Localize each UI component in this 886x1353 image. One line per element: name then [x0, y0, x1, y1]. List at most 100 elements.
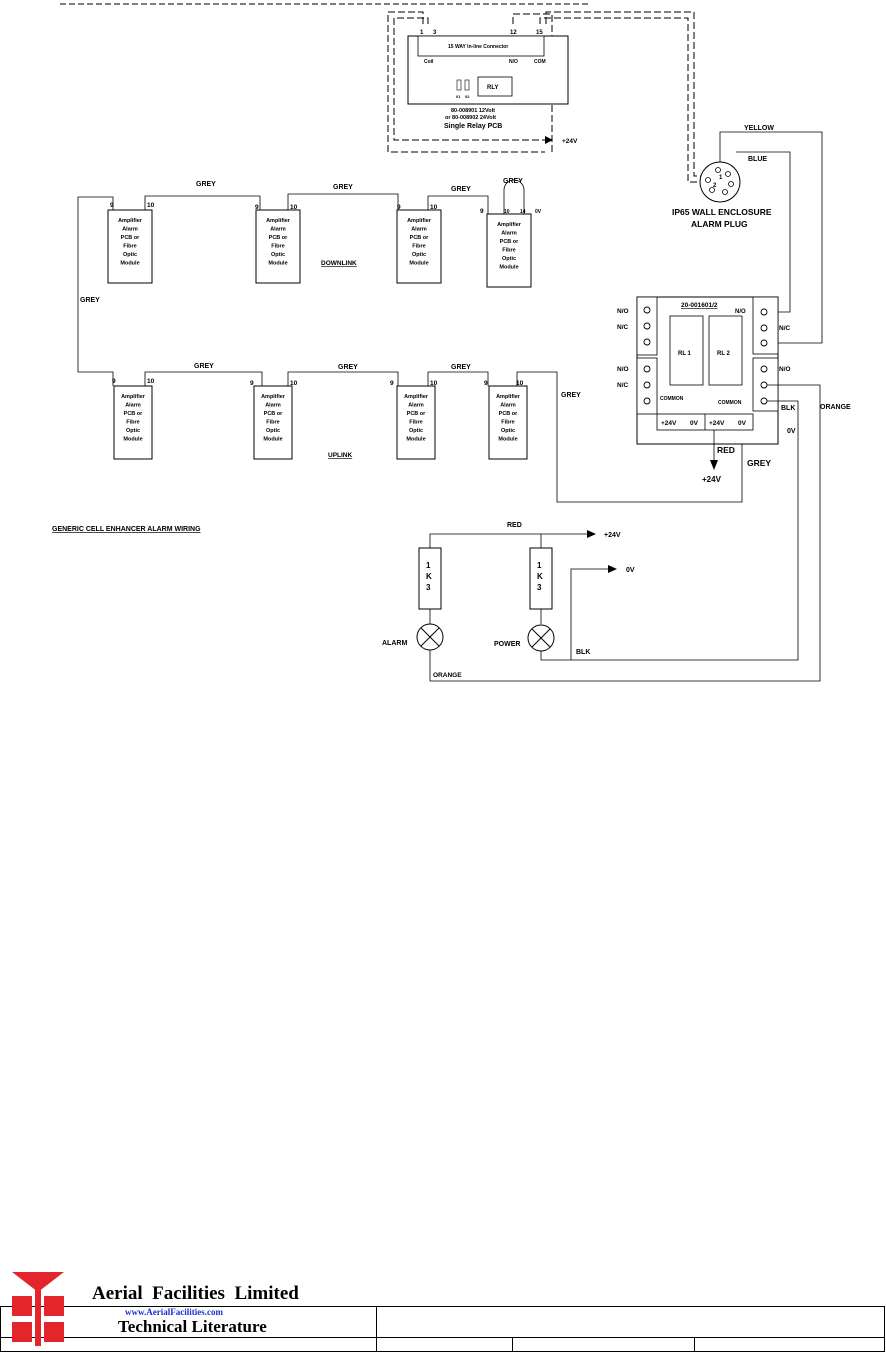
wire-label-0v-relay: 0V	[787, 428, 796, 435]
arrow-0v-lamp	[608, 565, 617, 573]
module-text-line: Fibre	[501, 420, 514, 426]
module-downlink-3	[396, 209, 442, 284]
alarm-wiring-diagram: 1 3 12 15 15 WAY In-line Connector Coil …	[52, 3, 851, 682]
rly-label: RLY	[487, 85, 498, 91]
module-text-line: PCB or	[499, 411, 519, 417]
plug-pin-1: 1	[719, 175, 723, 181]
pin-dl1-10: 10	[147, 202, 155, 209]
company-name: Aerial Facilities Limited	[92, 1283, 299, 1304]
connector-pin-15: 15	[536, 30, 543, 36]
com-label: COM	[534, 59, 546, 65]
module-text-line: Module	[263, 437, 282, 443]
module-uplink-2	[253, 385, 293, 460]
grey-label-dl-2: GREY	[333, 184, 353, 191]
wire-label-red-relay: RED	[717, 445, 735, 455]
module-text-line: Alarm	[500, 403, 516, 409]
connector-strip	[417, 35, 545, 57]
coil-label: Coil	[424, 59, 434, 65]
module-text-line: PCB or	[121, 235, 141, 241]
pcb-name: Single Relay PCB	[444, 123, 502, 130]
module-text-line: Fibre	[266, 420, 279, 426]
module-text-line: Amplifier	[496, 394, 521, 400]
module-text-line: PCB or	[500, 239, 520, 245]
grey-label-dl-4: GREY	[503, 178, 523, 185]
module-text-line: Module	[123, 437, 142, 443]
switch-01	[456, 79, 462, 91]
power-lamp-icon	[527, 624, 555, 652]
footer-bottom-cell-4	[694, 1337, 885, 1352]
arrow-red-down	[710, 460, 718, 470]
plus24-pcb: +24V	[562, 138, 578, 145]
downlink-modules	[107, 209, 532, 288]
grey-label-dl-3: GREY	[451, 186, 471, 193]
wire-label-24v-lamp: +24V	[604, 532, 621, 539]
wire-label-red-lamp: RED	[507, 522, 522, 529]
resistor-alarm	[418, 547, 442, 610]
module-text-line: Optic	[123, 252, 137, 258]
pin-dl4-14: 14	[520, 209, 526, 215]
rl2-box	[708, 315, 743, 386]
module-text-line: Optic	[271, 252, 285, 258]
module-text-line: Fibre	[412, 244, 425, 250]
module-text-line: PCB or	[124, 411, 144, 417]
pin-dl2-9: 9	[255, 204, 259, 211]
part-12v: 80-008901 12Volt	[451, 108, 495, 114]
grey-label-ul-3: GREY	[451, 364, 471, 371]
pin-ul4-9: 9	[484, 380, 488, 387]
power-24v-1: +24V	[661, 420, 677, 427]
module-text-line: PCB or	[264, 411, 284, 417]
module-text-line: Module	[268, 261, 287, 267]
plug-title-2: ALARM PLUG	[691, 219, 748, 229]
grey-label-right: GREY	[561, 392, 581, 399]
pin-ul3-9: 9	[390, 380, 394, 387]
module-text-line: Optic	[266, 428, 280, 434]
module-downlink-2	[255, 209, 301, 284]
module-text-line: Optic	[501, 428, 515, 434]
relay-output-wires	[429, 384, 821, 682]
connector-pin-3: 3	[433, 30, 437, 36]
arrow-24v	[545, 136, 553, 144]
module-text-line: Fibre	[123, 244, 136, 250]
uplink-modules	[113, 385, 528, 460]
module-text-line: Amplifier	[118, 218, 143, 224]
right-no-top: N/O	[735, 309, 746, 315]
resistor-power	[529, 547, 553, 610]
footer-bottom-cell-3	[512, 1337, 695, 1352]
module-text-line: Alarm	[270, 227, 286, 233]
pin-ul4-10: 10	[516, 380, 524, 387]
module-text-line: Module	[499, 265, 518, 271]
module-text-line: PCB or	[410, 235, 430, 241]
module-text-line: Amplifier	[121, 394, 146, 400]
module-uplink-3	[396, 385, 436, 460]
left-no-top: N/O	[617, 308, 629, 315]
pin-dl4-10: 10	[504, 209, 510, 215]
module-text-line: Amplifier	[497, 222, 522, 228]
wire-label-orange: ORANGE	[820, 404, 851, 411]
pin-ul2-10: 10	[290, 380, 298, 387]
connector-pin-12: 12	[510, 30, 517, 36]
resistor-alarm-k: K	[426, 572, 432, 581]
power-0v-2: 0V	[738, 420, 747, 427]
grey-label-ul-1: GREY	[194, 363, 214, 370]
module-text-line: Module	[498, 437, 517, 443]
relay-terminal-holes	[643, 306, 768, 405]
footer	[0, 1306, 885, 1352]
right-common: COMMON	[718, 400, 742, 406]
module-text-line: Module	[120, 261, 139, 267]
module-text-line: Optic	[126, 428, 140, 434]
relay-part-number: 20-001601/2	[681, 302, 718, 309]
pin-ul2-9: 9	[250, 380, 254, 387]
right-no-bottom: N/O	[779, 366, 791, 373]
rly-box	[477, 76, 513, 97]
resistor-power-3: 3	[537, 583, 542, 592]
module-text-line: Alarm	[408, 403, 424, 409]
power-24v-2: +24V	[709, 420, 725, 427]
pin-ul1-9: 9	[112, 378, 116, 385]
module-loop-wires	[77, 179, 743, 503]
pin-dl3-10: 10	[430, 204, 438, 211]
rl2-label: RL 2	[717, 351, 731, 357]
module-text-line: Alarm	[411, 227, 427, 233]
pin-dl4-9: 9	[480, 208, 484, 215]
module-downlink-4	[486, 213, 532, 288]
module-text-line: Fibre	[409, 420, 422, 426]
